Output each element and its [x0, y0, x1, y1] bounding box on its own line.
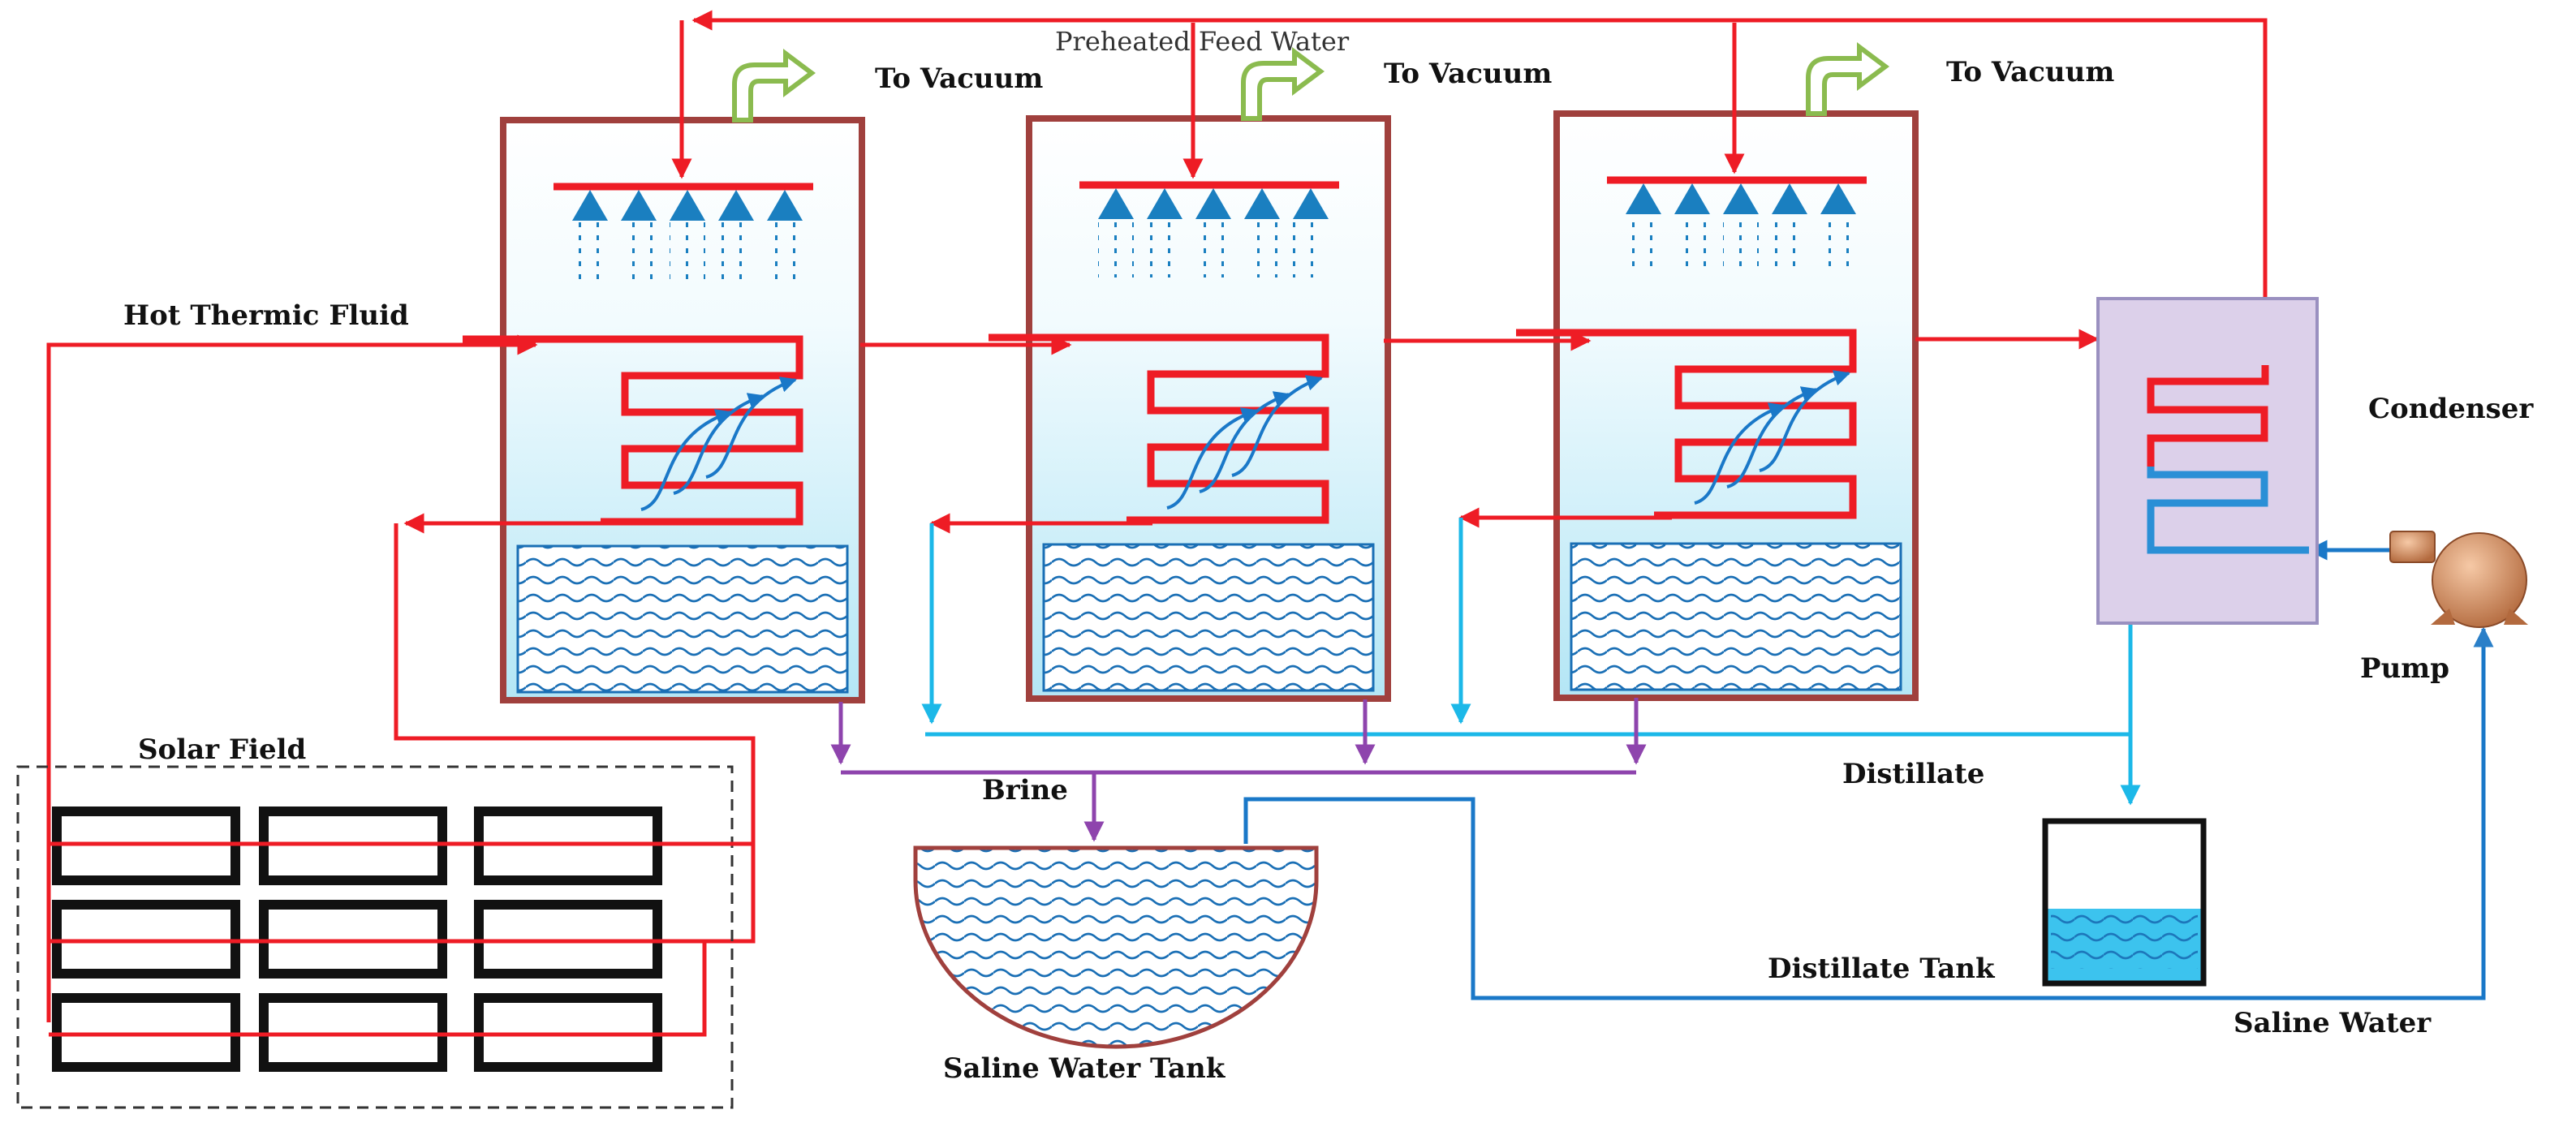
- to-vacuum-label: To Vacuum: [1946, 56, 2114, 88]
- saline-water-tank-label: Saline Water Tank: [943, 1052, 1226, 1085]
- saline-water-tank: [913, 845, 1319, 1049]
- spray-nozzle-icon: [1723, 183, 1759, 214]
- vapour-arrow-icon: [1726, 386, 1818, 488]
- distillate-label: Distillate: [1842, 758, 1984, 790]
- spray-nozzle-icon: [718, 190, 754, 221]
- spray-droplets: [718, 222, 754, 279]
- spray-droplets: [1293, 221, 1329, 277]
- spray-droplets: [1674, 216, 1710, 273]
- spray-droplets: [572, 222, 608, 279]
- spray-nozzle-icon: [670, 190, 705, 221]
- preheated-feed-water-label: Preheated Feed Water: [1055, 26, 1350, 57]
- spray-droplets: [1098, 221, 1134, 277]
- spray-droplets: [1772, 216, 1807, 273]
- heating-coil: [1516, 329, 1857, 519]
- vapour-arrow-icon: [1199, 391, 1290, 493]
- spray-nozzle-icon: [767, 190, 803, 221]
- spray-droplets: [1147, 221, 1182, 277]
- spray-droplets: [1195, 221, 1231, 277]
- to-vacuum-label: To Vacuum: [875, 62, 1043, 95]
- effect-3: [1516, 110, 1919, 701]
- spray-droplets: [670, 222, 705, 279]
- to-vacuum-label: To Vacuum: [1384, 58, 1552, 90]
- distillate-tank-label: Distillate Tank: [1768, 953, 1996, 985]
- effect-1: [463, 117, 865, 703]
- saline-water-lines: [1243, 540, 2494, 1000]
- brine-lines: [830, 698, 1647, 842]
- spray-nozzle-icon: [1098, 188, 1134, 219]
- vapour-arrow-icon: [640, 409, 732, 511]
- spray-nozzle-icon: [1626, 183, 1661, 214]
- effect-2: [989, 115, 1391, 702]
- pump-label: Pump: [2360, 652, 2449, 685]
- saline-water-label: Saline Water: [2234, 1007, 2432, 1039]
- feed-water-lines: [671, 10, 2268, 361]
- solar-field-label: Solar Field: [138, 733, 306, 766]
- spray-nozzle-icon: [1820, 183, 1856, 214]
- heating-coil: [989, 333, 1329, 524]
- solar-field: [16, 765, 756, 1109]
- brine-label: Brine: [982, 774, 1068, 807]
- spray-nozzle-icon: [1772, 183, 1807, 214]
- vacuum-arrow-icon: [732, 49, 816, 123]
- vapour-arrow-icon: [673, 393, 765, 495]
- evaporator-effects: [463, 110, 1919, 703]
- vacuum-arrow-icon: [1806, 42, 1889, 116]
- vapour-arrow-icon: [1166, 407, 1258, 510]
- spray-droplets: [767, 222, 803, 279]
- thermic-fluid-loop: [46, 329, 2100, 1022]
- vapour-arrow-icon: [1231, 375, 1323, 477]
- pump-icon: [2389, 531, 2528, 628]
- distillate-tank: [2042, 818, 2207, 987]
- spray-droplets: [1723, 216, 1759, 273]
- vapour-arrow-icon: [1759, 370, 1850, 472]
- condenser-label: Condenser: [2368, 393, 2534, 425]
- hot-thermic-fluid-label: Hot Thermic Fluid: [123, 299, 409, 332]
- vapour-arrow-icon: [705, 376, 797, 479]
- spray-nozzle-icon: [621, 190, 657, 221]
- spray-nozzle-icon: [572, 190, 608, 221]
- vacuum-arrow-icon: [1241, 47, 1325, 121]
- spray-nozzle-icon: [1244, 188, 1280, 219]
- spray-nozzle-icon: [1147, 188, 1182, 219]
- heating-coil: [463, 335, 803, 526]
- spray-nozzle-icon: [1674, 183, 1710, 214]
- spray-droplets: [1626, 216, 1661, 273]
- spray-droplets: [621, 222, 657, 279]
- spray-droplets: [1244, 221, 1280, 277]
- spray-nozzle-icon: [1293, 188, 1329, 219]
- distillate-lines: [921, 518, 2141, 806]
- vapour-arrow-icon: [1694, 402, 1786, 505]
- vacuum-vents: [732, 42, 1889, 123]
- condenser: [2096, 297, 2319, 625]
- spray-nozzle-icon: [1195, 188, 1231, 219]
- spray-droplets: [1820, 216, 1856, 273]
